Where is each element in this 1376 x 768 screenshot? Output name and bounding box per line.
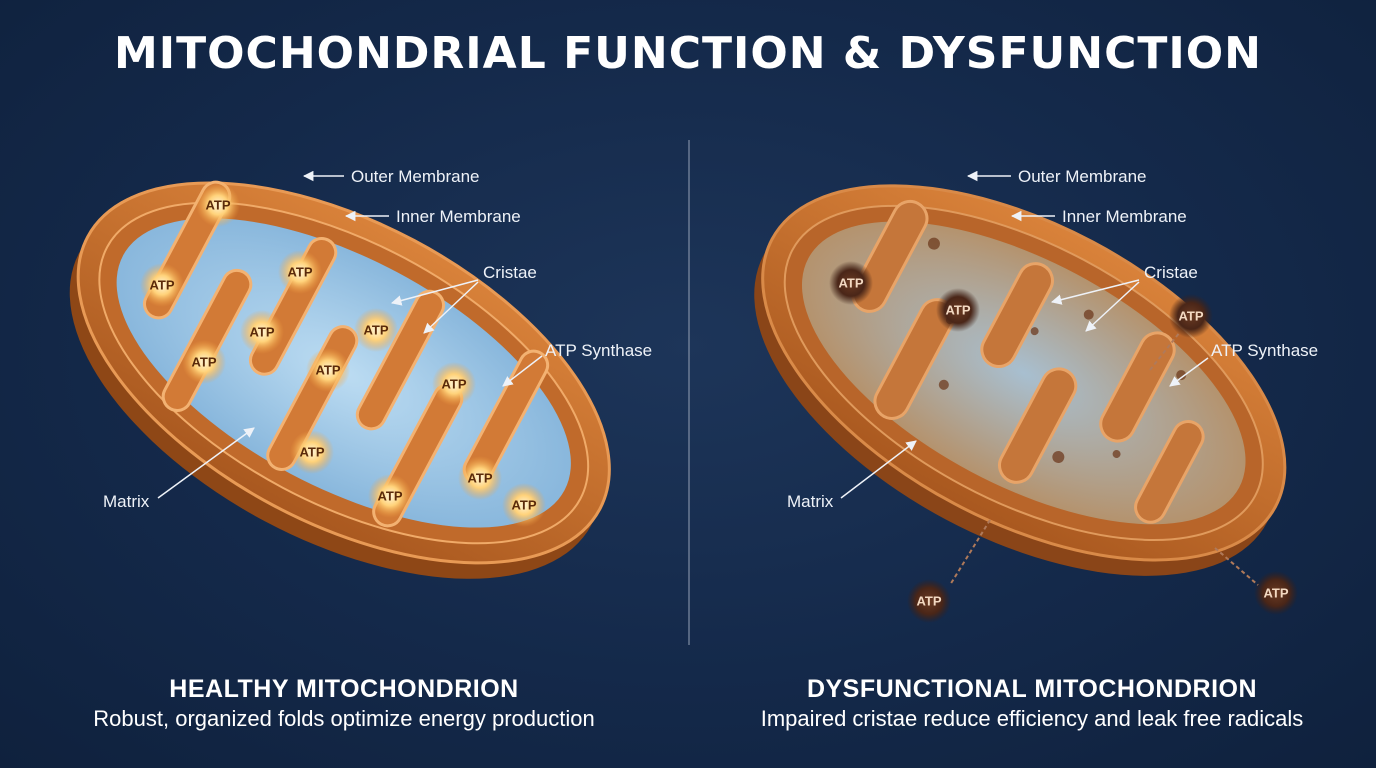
dys-labels: Outer Membrane Inner Membrane Cristae AT… [787,167,1318,511]
svg-text:ATP: ATP [299,445,324,460]
svg-text:ATP: ATP [149,278,174,293]
svg-text:ATP: ATP [838,276,863,291]
atp-particle: ATP [1254,571,1298,615]
svg-text:ATP: ATP [363,323,388,338]
svg-text:ATP: ATP [467,471,492,486]
healthy-atp-group: ATP ATP ATP ATP ATP ATP ATP ATP ATP ATP … [140,183,546,527]
dys-matrix [801,221,1246,525]
atp-particle: ATP [502,483,546,527]
svg-text:ATP: ATP [511,498,536,513]
dysfunctional-caption: Impaired cristae reduce efficiency and l… [760,706,1304,731]
svg-text:ATP: ATP [1263,586,1288,601]
atp-particle: ATP [140,263,184,307]
svg-text:ATP: ATP [377,489,402,504]
healthy-heading: HEALTHY MITOCHONDRION [169,675,519,703]
svg-text:ATP: ATP [441,377,466,392]
svg-text:ATP: ATP [287,265,312,280]
label-inner-membrane: Inner Membrane [1062,207,1187,226]
atp-particle: ATP [196,183,240,227]
label-inner-membrane: Inner Membrane [396,207,521,226]
svg-text:ATP: ATP [1178,309,1203,324]
atp-particle: ATP [936,288,980,332]
atp-particle: ATP [290,430,334,474]
dysfunctional-mitochondrion: ATP ATP ATP ATP ATP Outer Membrane Inner… [754,167,1318,623]
label-atp-synthase: ATP Synthase [545,341,652,360]
atp-particle: ATP [240,310,284,354]
atp-particle: ATP [432,362,476,406]
healthy-caption: Robust, organized folds optimize energy … [93,706,595,731]
atp-particle: ATP [458,456,502,500]
dysfunctional-heading: DYSFUNCTIONAL MITOCHONDRION [806,675,1258,703]
svg-text:ATP: ATP [945,303,970,318]
label-cristae: Cristae [1144,263,1198,282]
atp-particle: ATP [354,308,398,352]
svg-text:ATP: ATP [191,355,216,370]
svg-text:ATP: ATP [205,198,230,213]
atp-particle: ATP [278,250,322,294]
label-outer-membrane: Outer Membrane [351,167,480,186]
atp-particle: ATP [182,340,226,384]
atp-particle: ATP [907,579,951,623]
svg-text:ATP: ATP [315,363,340,378]
atp-particle: ATP [1169,294,1213,338]
page-title: MITOCHONDRIAL FUNCTION & DYSFUNCTION [113,28,1262,79]
atp-particle: ATP [306,348,350,392]
svg-text:ATP: ATP [249,325,274,340]
healthy-labels: Outer Membrane Inner Membrane Cristae AT… [103,167,652,511]
atp-particle: ATP [368,474,412,518]
dys-cristae [851,199,1205,524]
svg-text:ATP: ATP [916,594,941,609]
label-cristae: Cristae [483,263,537,282]
label-atp-synthase: ATP Synthase [1211,341,1318,360]
label-outer-membrane: Outer Membrane [1018,167,1147,186]
label-matrix: Matrix [787,492,834,511]
healthy-mitochondrion: ATP ATP ATP ATP ATP ATP ATP ATP ATP ATP … [69,167,652,579]
panel-divider [688,140,690,645]
label-matrix: Matrix [103,492,150,511]
atp-particle: ATP [829,261,873,305]
leak-arrows [949,331,1259,586]
dys-atp-group: ATP ATP ATP ATP ATP [829,261,1298,623]
